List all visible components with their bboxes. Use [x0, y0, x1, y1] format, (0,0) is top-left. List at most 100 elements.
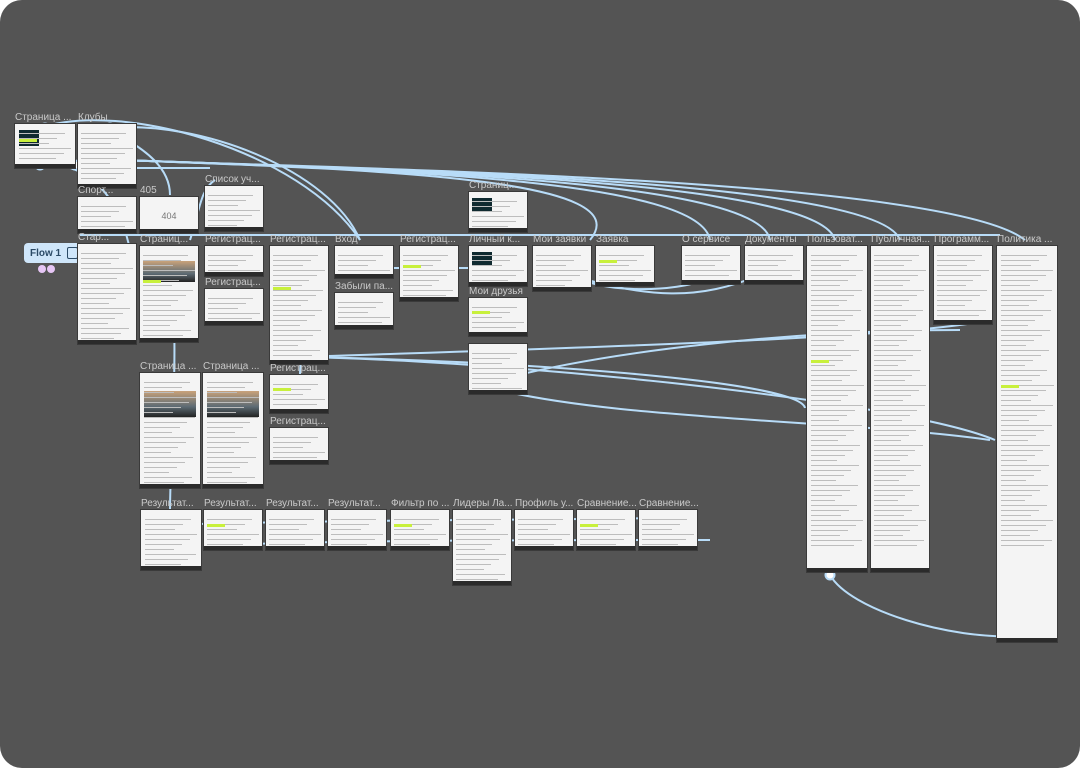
frame-title[interactable]: Регистрац... — [205, 277, 261, 288]
screen-frame[interactable] — [745, 246, 803, 284]
text-line — [208, 313, 260, 314]
frame-title[interactable]: Регистрац... — [270, 363, 326, 374]
text-line — [810, 520, 864, 521]
screen-frame[interactable] — [270, 375, 328, 413]
screen-frame[interactable] — [15, 124, 75, 168]
screen-frame[interactable]: 404 — [140, 197, 198, 233]
screen-frame[interactable] — [807, 246, 867, 572]
screen-frame[interactable] — [78, 197, 136, 233]
screen-frame[interactable] — [400, 246, 458, 301]
frame-title[interactable]: Стар... — [78, 232, 110, 243]
frame-title[interactable]: Забыли па... — [335, 281, 394, 292]
screen-frame[interactable] — [204, 510, 262, 550]
frame-title[interactable]: Страница ... — [15, 112, 72, 123]
screen-frame[interactable] — [335, 293, 393, 329]
text-line — [143, 472, 170, 473]
frame-title[interactable]: Результат... — [141, 498, 194, 509]
frame-title[interactable]: Результат... — [328, 498, 381, 509]
screen-frame[interactable] — [141, 510, 201, 570]
text-line — [1000, 315, 1044, 316]
frame-title[interactable]: Список уч... — [205, 174, 260, 185]
screen-frame[interactable] — [205, 246, 263, 276]
screen-frame[interactable] — [270, 246, 328, 364]
frame-title[interactable]: Страниц... — [140, 234, 189, 245]
accent-button — [273, 287, 291, 290]
screen-frame[interactable] — [140, 246, 198, 342]
frame-title[interactable]: Клубы — [78, 112, 108, 123]
screen-frame[interactable] — [203, 373, 263, 488]
text-line — [1000, 335, 1042, 336]
screen-frame[interactable] — [78, 244, 136, 344]
frame-title[interactable]: Регистрац... — [205, 234, 261, 245]
text-line — [1000, 475, 1034, 476]
text-line — [81, 338, 114, 339]
text-line — [1000, 530, 1038, 531]
frame-title[interactable]: Сравнение... — [577, 498, 637, 509]
screen-frame[interactable] — [469, 298, 527, 336]
frame-title[interactable]: Документы — [745, 234, 797, 245]
screen-frame[interactable] — [682, 246, 740, 284]
text-line — [208, 260, 246, 261]
frame-footer — [140, 484, 200, 488]
frame-title[interactable]: Заявка — [596, 234, 629, 245]
frame-title[interactable]: Политика ... — [997, 234, 1053, 245]
frame-title[interactable]: Страница ... — [203, 361, 260, 372]
frame-title[interactable]: Спорт... — [78, 185, 114, 196]
frame-title[interactable]: Страница ... — [140, 361, 197, 372]
frame-title[interactable]: Регистрац... — [270, 234, 326, 245]
text-line — [338, 255, 384, 256]
frame-title[interactable]: Сравнение... — [639, 498, 699, 509]
frame-title[interactable]: Результат... — [204, 498, 257, 509]
screen-frame[interactable] — [205, 289, 263, 325]
screen-frame[interactable] — [335, 246, 393, 278]
screen-frame[interactable] — [270, 428, 328, 464]
screen-frame[interactable] — [328, 510, 386, 550]
frame-title[interactable]: Мои друзья — [469, 286, 523, 297]
screen-frame[interactable] — [140, 373, 200, 488]
frame-title[interactable]: Мои заявки — [533, 234, 587, 245]
flow-play-icon[interactable] — [67, 247, 79, 259]
frame-title[interactable]: Вход — [335, 234, 358, 245]
frame-title[interactable]: Личный к... — [469, 234, 521, 245]
text-line — [273, 265, 304, 266]
screen-frame[interactable] — [596, 246, 654, 286]
frame-title[interactable]: Программ... — [934, 234, 990, 245]
screen-frame[interactable] — [639, 510, 697, 550]
text-line — [1000, 455, 1035, 456]
frame-title[interactable]: Фильтр по ... — [391, 498, 450, 509]
screen-frame[interactable] — [577, 510, 635, 550]
screen-frame[interactable] — [997, 246, 1057, 642]
screen-frame[interactable] — [78, 124, 136, 188]
screen-frame[interactable] — [469, 344, 527, 394]
frame-title[interactable]: Профиль у... — [515, 498, 574, 509]
frame-title[interactable]: Регистрац... — [400, 234, 456, 245]
text-line — [206, 482, 247, 483]
screen-frame[interactable] — [871, 246, 929, 572]
text-line — [1000, 290, 1053, 291]
text-line — [143, 442, 187, 443]
flow-start-badge[interactable]: Flow 1 — [24, 243, 85, 263]
screen-frame[interactable] — [515, 510, 573, 550]
screen-frame[interactable] — [469, 192, 527, 232]
frame-title[interactable]: Пользоват... — [807, 234, 863, 245]
frame-title[interactable]: Результат... — [266, 498, 319, 509]
frame-title[interactable]: Страниц... — [469, 180, 518, 191]
screen-frame[interactable] — [391, 510, 449, 550]
screen-frame[interactable] — [453, 510, 511, 585]
text-line — [273, 325, 300, 326]
text-line — [810, 265, 842, 266]
frame-title[interactable]: Регистрац... — [270, 416, 326, 427]
text-line — [273, 399, 325, 400]
frame-title[interactable]: О сервисе — [682, 234, 731, 245]
screen-frame[interactable] — [266, 510, 324, 550]
screen-frame[interactable] — [533, 246, 591, 291]
text-line — [403, 290, 454, 291]
frame-title[interactable]: Лидеры Ла... — [453, 498, 513, 509]
screen-frame[interactable] — [469, 246, 527, 286]
frame-title[interactable]: 405 — [140, 185, 157, 196]
screen-frame[interactable] — [205, 186, 263, 231]
frame-title[interactable]: Публичная... — [871, 234, 931, 245]
text-line — [518, 534, 570, 535]
screen-frame[interactable] — [934, 246, 992, 324]
